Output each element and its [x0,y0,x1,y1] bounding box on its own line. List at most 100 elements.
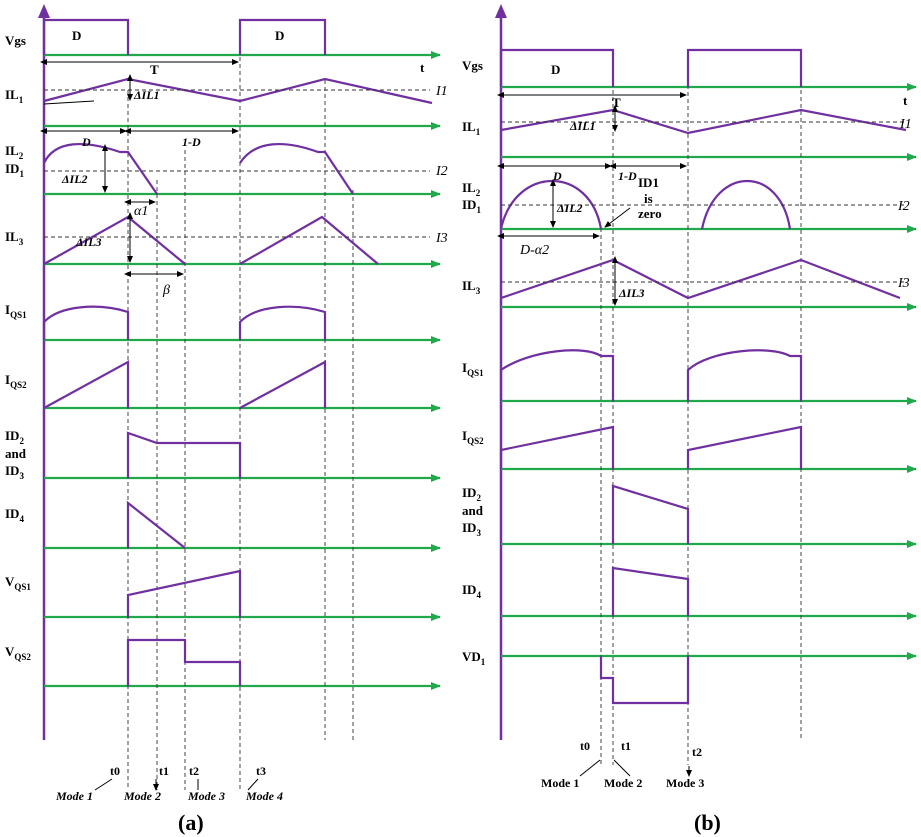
anno-b-1md: 1-D [618,169,637,183]
time-a-t3: t3 [256,764,266,778]
anno-b-delta-il1: ΔIL1 [569,119,596,133]
anno-b-id1-zero-1: ID1 [638,175,659,190]
panel-a-time-axes [44,51,441,690]
anno-b-id1-zero-3: zero [638,206,662,221]
wave-a-id23 [126,431,242,478]
caption-b: (b) [694,810,721,835]
anno-a-i3: I3 [435,231,448,246]
anno-a-i2: I2 [435,164,448,179]
time-b-t2: t2 [692,745,702,759]
anno-b-d-pulse1: D [551,62,560,77]
mode-b-2: Mode 2 [604,776,642,790]
panel-b-time-markers [600,85,802,765]
anno-b-i2: I2 [897,199,910,214]
label-a-il3: IL3 [5,229,24,247]
wave-b-il3 [500,258,901,300]
label-b-and: and [462,503,484,518]
leader-a-dil1 [43,100,95,105]
leader-b-mode2 [613,759,631,777]
label-a-iqs2: IQS2 [5,372,27,390]
wave-a-iqs2 [43,360,327,409]
mode-a-3: Mode 3 [187,789,225,803]
anno-a-delta-il3: ΔIL3 [75,235,102,249]
label-a-il2: IL2 [5,143,24,161]
label-a-id1: ID1 [5,161,24,179]
label-a-vgs: Vgs [5,33,26,48]
label-a-iqs1: IQS1 [5,302,27,320]
label-a-id4: ID4 [5,506,24,524]
anno-a-period: T [150,62,159,77]
panel-b: Vgs IL1 IL2 ID1 IL3 IQS1 IQS2 ID2 and ID… [462,4,917,835]
label-b-id3: ID3 [462,520,481,538]
panel-b-annotations: D T t I1 ΔIL1 D 1-D I2 ΔIL2 ID1 is zero … [519,62,912,300]
label-a-id2: ID2 [5,428,24,446]
caption-a: (a) [178,810,204,835]
anno-a-delta-il2: ΔIL2 [61,172,88,186]
mode-b-3: Mode 3 [666,776,704,790]
mode-a-2: Mode 2 [123,789,161,803]
leader-b-id1-zero [604,207,631,228]
panel-b-signal-labels: Vgs IL1 IL2 ID1 IL3 IQS1 IQS2 ID2 and ID… [462,58,486,667]
time-a-t1: t1 [159,764,169,778]
anno-b-delta-il3: ΔIL3 [618,286,645,300]
label-b-il1: IL1 [462,119,481,137]
wave-a-vqs1 [126,569,242,617]
panel-b-axis-arrow-icon [495,4,507,18]
anno-b-d-minus-alpha: D-α2 [519,243,549,258]
mode-a-4: Mode 4 [245,789,283,803]
anno-b-period: T [612,95,621,110]
anno-b-i3: I3 [897,276,910,291]
anno-a-time-axis: t [420,60,425,75]
anno-b-id1-zero-2: is [644,191,653,206]
leader-b-mode1 [579,759,601,777]
anno-a-d-interval: D [81,135,91,149]
label-b-il3: IL3 [462,278,481,296]
leader-a-mode4 [247,778,259,791]
time-b-t0: t0 [580,739,590,753]
wave-b-vgs [499,48,803,87]
anno-b-i1: I1 [899,117,912,132]
label-b-vgs: Vgs [462,58,483,73]
label-b-iqs1: IQS1 [462,360,484,378]
wave-b-il1 [500,108,907,135]
leader-a-mode1 [94,778,113,791]
panel-a-signal-labels: Vgs IL1 IL2 ID1 IL3 IQS1 IQS2 ID2 and ID… [5,33,31,662]
anno-a-beta: β [162,283,170,298]
anno-b-delta-il2: ΔIL2 [556,201,583,215]
label-b-id2: ID2 [462,485,481,503]
anno-a-delta-il1: ΔIL1 [133,88,160,102]
wave-a-vgs [42,18,327,55]
time-a-t2: t2 [189,764,199,778]
label-a-and: and [5,446,27,461]
label-b-id1: ID1 [462,197,481,215]
label-b-iqs2: IQS2 [462,428,484,446]
wave-b-iqs1 [499,349,803,401]
anno-a-d-pulse1: D [72,28,81,43]
wave-b-vd1 [599,656,690,705]
label-b-id4: ID4 [462,582,481,600]
anno-b-d-interval: D [552,169,562,183]
anno-a-i1: I1 [435,84,448,99]
wave-a-il2 [43,142,354,195]
wave-b-iqs2 [499,425,803,469]
wave-a-vqs2 [126,638,242,686]
label-a-vqs1: VQS1 [5,574,31,592]
panel-a-axis-arrow-icon [38,4,50,18]
wave-a-iqs1 [42,305,327,340]
wave-a-il1 [43,77,433,105]
anno-a-d-pulse2: D [275,28,284,43]
wave-a-id4 [126,500,186,549]
label-b-vd1: VD1 [462,649,486,667]
panel-b-time-axes [501,83,917,660]
mode-a-1: Mode 1 [55,789,93,803]
label-a-il1: IL1 [5,87,24,105]
anno-a-alpha1: α1 [134,204,148,219]
wave-b-id23 [611,484,690,544]
wave-b-id4 [611,566,690,616]
panel-b-dimension-arrows [497,92,687,306]
label-a-vqs2: VQS2 [5,644,31,662]
anno-b-time-axis: t [903,93,908,108]
panel-a-annotations: D D T t I1 ΔIL1 D 1-D I2 ΔIL2 α1 I3 ΔIL3… [61,28,448,298]
panel-a-time-labels: t0 t1 t2 t3 Mode 1 Mode 2 Mode 3 Mode 4 [55,764,283,803]
